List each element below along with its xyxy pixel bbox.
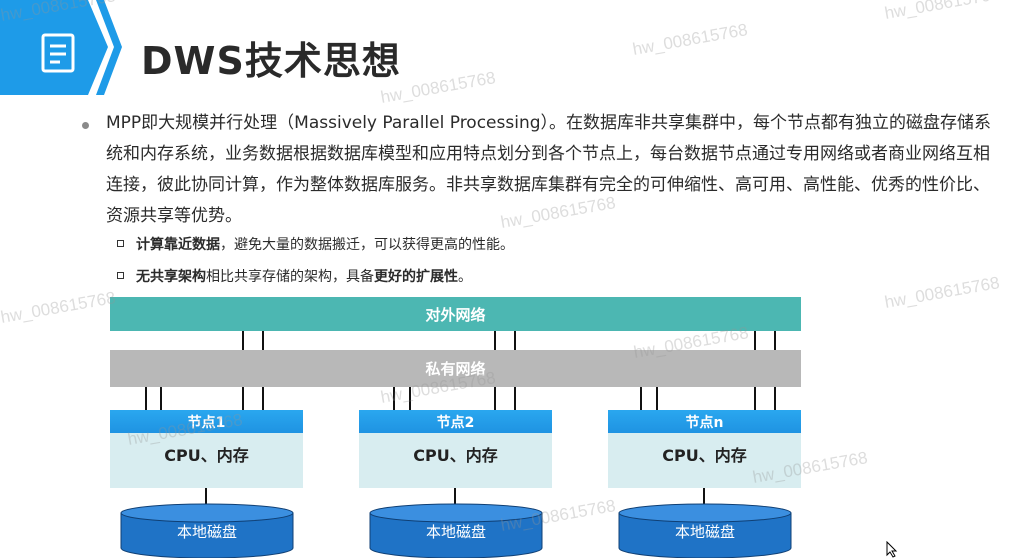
- connector-line: [656, 387, 658, 411]
- connector-line: [514, 387, 516, 411]
- connector-line: [262, 331, 264, 351]
- sub-bullet-2-bold: 无共享架构: [136, 269, 206, 285]
- node-content: CPU、内存: [662, 445, 747, 465]
- main-paragraph: MPP即大规模并行处理（Massively Parallel Processin…: [106, 113, 992, 226]
- node-header: 节点1: [110, 410, 303, 433]
- connector-line: [640, 387, 642, 411]
- header-icon-band: [0, 0, 122, 95]
- connector-line: [514, 331, 516, 351]
- page-title: DWS技术思想: [141, 39, 401, 83]
- node-header: 节点n: [608, 410, 801, 433]
- watermark: hw_008615768: [883, 273, 1001, 312]
- connector-line: [242, 387, 244, 411]
- node-content: CPU、内存: [164, 445, 249, 465]
- disk-icon: [369, 503, 543, 558]
- sub-bullet-1: 计算靠近数据，避免大量的数据搬迁，可以获得更高的性能。: [136, 234, 514, 254]
- document-icon: [41, 33, 75, 73]
- connector-line: [409, 387, 411, 411]
- sub-bullet-2: 无共享架构相比共享存储的架构，具备更好的扩展性。: [136, 266, 472, 286]
- mouse-cursor-icon: [886, 541, 898, 558]
- external-network-bar: 对外网络: [110, 297, 801, 331]
- connector-line: [454, 488, 456, 510]
- sub-bullet-marker: [117, 240, 124, 247]
- disk-label: 本地磁盘: [176, 523, 237, 541]
- watermark: hw_008615768: [883, 0, 1001, 23]
- sub-bullet-1-bold: 计算靠近数据: [136, 237, 220, 253]
- connector-line: [703, 488, 705, 510]
- sub-bullet-2-text: 相比共享存储的架构，具备: [206, 269, 374, 285]
- connector-line: [494, 331, 496, 351]
- disk-label: 本地磁盘: [425, 523, 486, 541]
- connector-line: [754, 331, 756, 351]
- connector-line: [262, 387, 264, 411]
- connector-line: [393, 387, 395, 411]
- disk-icon: [618, 503, 792, 558]
- bullet-dot: [82, 122, 89, 129]
- node-content: CPU、内存: [413, 445, 498, 465]
- connector-line: [160, 387, 162, 411]
- connector-line: [774, 331, 776, 351]
- connector-line: [242, 331, 244, 351]
- sub-bullet-1-text: ，避免大量的数据搬迁，可以获得更高的性能。: [220, 237, 514, 253]
- sub-bullet-marker: [117, 272, 124, 279]
- connector-line: [494, 387, 496, 411]
- watermark: hw_008615768: [631, 20, 749, 59]
- private-network-bar: 私有网络: [110, 350, 801, 387]
- node-box-n: 节点n CPU、内存: [608, 410, 801, 488]
- watermark: hw_008615768: [0, 288, 117, 327]
- sub-bullet-2-bold2: 更好的扩展性: [374, 269, 458, 285]
- node-box-2: 节点2 CPU、内存: [359, 410, 552, 488]
- sub-bullet-2-text2: 。: [458, 269, 472, 285]
- connector-line: [145, 387, 147, 411]
- connector-line: [774, 387, 776, 411]
- node-box-1: 节点1 CPU、内存: [110, 410, 303, 488]
- connector-line: [205, 488, 207, 510]
- connector-line: [754, 387, 756, 411]
- node-header: 节点2: [359, 410, 552, 433]
- disk-label: 本地磁盘: [674, 523, 735, 541]
